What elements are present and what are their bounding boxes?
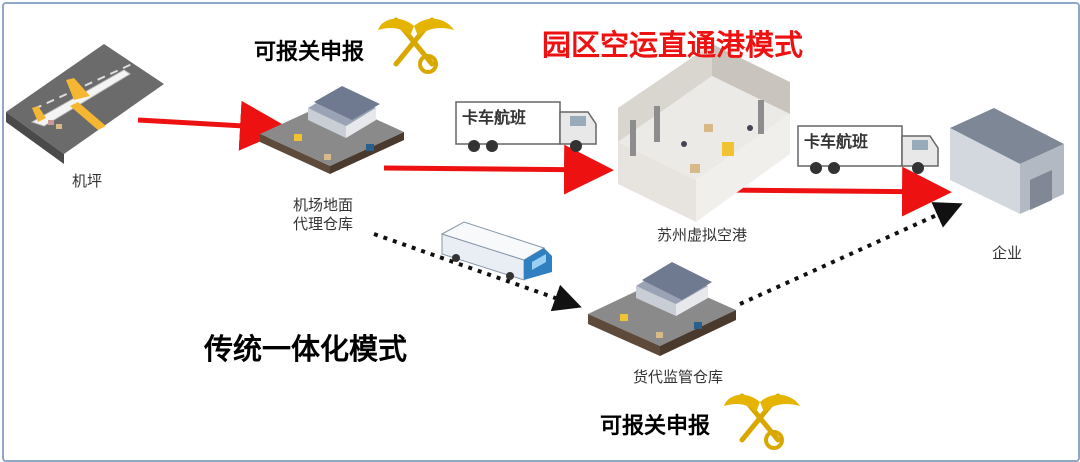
airport-warehouse-label: 机场地面 代理仓库: [278, 196, 368, 234]
truck-icon: [440, 221, 552, 281]
airport-warehouse-label-line1: 机场地面: [292, 196, 353, 214]
connectors: [137, 100, 963, 312]
truck-flight-label-2: 卡车航班: [804, 132, 869, 151]
customs-declaration-label-top: 可报关申报: [254, 40, 365, 65]
warehouse-icon: [588, 262, 736, 356]
airport-warehouse-illustration: [260, 86, 404, 174]
dotted-arrow-airport-warehouse-to-forwarder: [373, 232, 582, 312]
customs-emblem-icon: [724, 393, 800, 450]
warehouse-icon: [260, 86, 404, 174]
customs-emblems: [378, 17, 800, 450]
customs-declaration-label-bottom: 可报关申报: [600, 414, 711, 439]
dotted-arrow-forwarder-to-enterprise: [739, 202, 963, 306]
virtual-port-label: 苏州虚拟空港: [656, 226, 747, 244]
airplane-icon: [30, 69, 131, 130]
enterprise-label: 企业: [991, 244, 1022, 262]
trucks: [440, 101, 939, 281]
enterprise-illustration: [950, 108, 1064, 214]
apron-label: 机坪: [71, 172, 102, 190]
arrow-apron-to-airport-warehouse: [137, 100, 290, 151]
arrow-airport-warehouse-to-virtual-port: [383, 144, 614, 195]
airport-warehouse-label-line2: 代理仓库: [292, 215, 353, 233]
truck-flight-label-1: 卡车航班: [462, 108, 527, 127]
direct-mode-title: 园区空运直通港模式: [542, 28, 804, 62]
virtual-port-icon: [618, 44, 790, 222]
forwarder-warehouse-illustration: [588, 262, 736, 356]
apron-illustration: [6, 44, 164, 164]
traditional-mode-title: 传统一体化模式: [204, 332, 408, 366]
customs-emblem-icon: [378, 17, 454, 74]
arrow-virtual-port-to-enterprise: [723, 166, 952, 217]
forwarder-warehouse-label: 货代监管仓库: [632, 368, 723, 386]
truck-icon: [455, 101, 597, 152]
factory-icon: [950, 108, 1064, 214]
truck-icon: [797, 125, 939, 174]
virtual-port-illustration: [618, 44, 790, 222]
